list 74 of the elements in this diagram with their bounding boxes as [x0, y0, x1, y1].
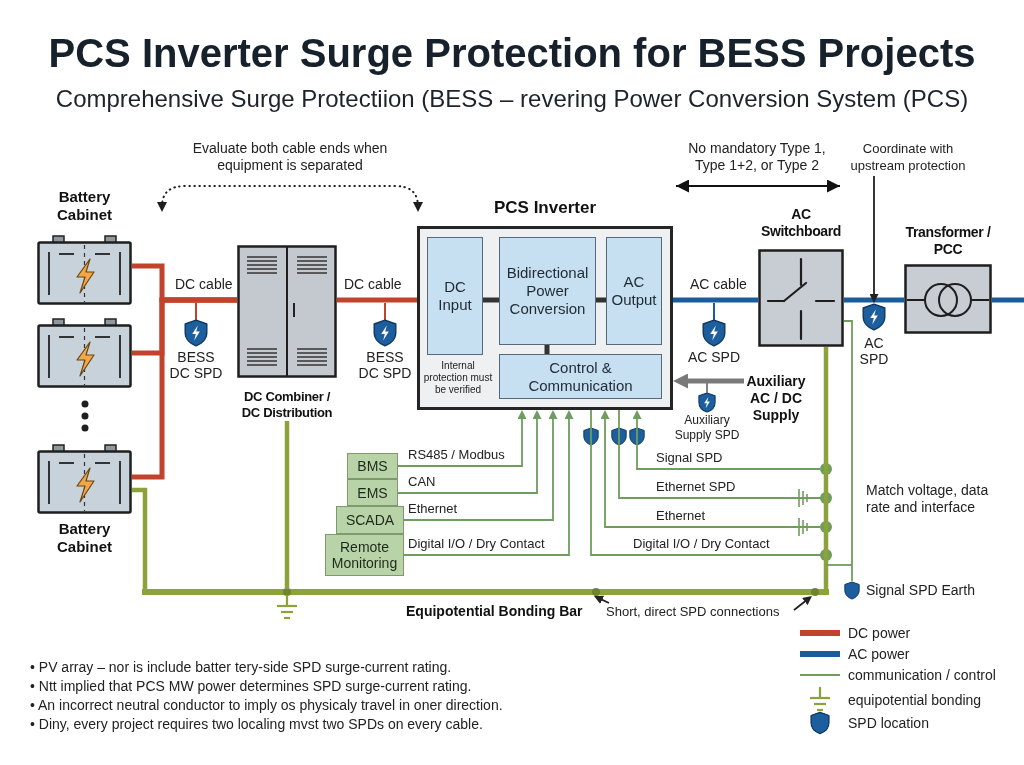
signal-line [590, 409, 832, 561]
node-title: Transformer / PCC [904, 224, 992, 258]
function-block [427, 237, 483, 355]
note-text: Internal protection must be verified [422, 360, 494, 396]
node-title: AC Switchboard [759, 206, 843, 240]
system-block [347, 479, 398, 506]
dc-cable [132, 297, 237, 480]
legend-text: DC power [848, 624, 911, 642]
signal-line [632, 410, 821, 470]
annotation-text: Short, direct SPD connections [606, 603, 780, 621]
legend-text: AC power [848, 645, 910, 663]
ac-cable [673, 297, 758, 303]
block-label: SCADA [345, 512, 395, 528]
signal-line [618, 409, 832, 504]
signal-line [403, 410, 574, 556]
supply-arrow [673, 373, 744, 389]
node-title: DC Combiner / DC Distribution [240, 389, 334, 421]
system-block [336, 506, 404, 534]
signal-line [600, 410, 821, 528]
internal-link [544, 345, 550, 354]
block-label: Remote Monitoring [330, 539, 399, 571]
leader-arrow [594, 595, 610, 604]
node-title: Battery Cabinet [56, 188, 113, 224]
function-block [499, 237, 596, 345]
spd-label: Auxiliary Supply SPD [673, 413, 741, 443]
subtitle: Comprehensive Surge Protectiion (BESS – revering Power Conversion System (PCS) [55, 84, 969, 114]
signal-line [403, 410, 558, 521]
note-text: • Diny, every project requires two localing mvst two SPDs on every cable. [30, 715, 483, 734]
legend-text: equipotential bonding [848, 691, 982, 709]
block-label: Control & Communication [527, 358, 634, 395]
internal-link [596, 297, 606, 303]
note-text: • Ntt implied that PCS MW power determines SPD surge-current rating. [30, 677, 472, 696]
leader-arrow [793, 596, 812, 611]
bonding-conductor [284, 421, 290, 589]
block-label: AC Output [610, 273, 658, 309]
diagram-title: PCS Inverter Surge Protection for BESS Projects [48, 30, 976, 76]
legend-text: communication / control [848, 666, 996, 684]
function-block [606, 237, 662, 345]
spd-label: BESS DC SPD [357, 349, 413, 381]
note-text: • PV array – nor is include batter tery-side SPD surge-current rating. [30, 658, 452, 677]
annotation-text: Match voltage, data rate and interface [866, 482, 990, 516]
internal-link [483, 297, 499, 303]
bar-label: Equipotential Bonding Bar [406, 603, 583, 620]
edge-label: Digital I/O / Dry Contact [408, 536, 545, 552]
spd-label: BESS DC SPD [168, 349, 224, 381]
dc-cable [337, 297, 417, 303]
bonding-bar [142, 589, 829, 595]
block-label: EMS [357, 484, 388, 501]
signal-line [397, 410, 542, 494]
block-label: Bidirectional Power Conversion [505, 264, 590, 318]
block-label: DC Input [437, 278, 473, 314]
legend-text: SPD location [848, 714, 929, 732]
edge-label: Digital I/O / Dry Contact [633, 536, 770, 552]
spd-label: AC SPD [858, 335, 890, 367]
note-text: • An incorrect neutral conductor to imply os physicaly travel in oner direction. [30, 696, 503, 715]
signal-line [397, 410, 527, 467]
function-block [499, 354, 662, 399]
spd-label: AC SPD [687, 349, 741, 365]
bonding-conductor [132, 487, 148, 589]
spd-label: Signal SPD Earth [866, 581, 975, 599]
leader-arrow [869, 175, 879, 303]
bonding-conductor [823, 347, 829, 589]
block-label: BMS [357, 458, 388, 474]
system-block [347, 453, 398, 479]
ac-cable [992, 297, 1024, 303]
ac-cable [844, 297, 904, 303]
supply-label: Auxiliary AC / DC Supply [745, 373, 807, 425]
node-title: Battery Cabinet [56, 520, 113, 556]
annotation-text: Coordinate with upstream protection [849, 140, 967, 175]
annotation-text: Evaluate both cable ends when equipment is separated [191, 140, 389, 174]
edge-label: Signal SPD [656, 450, 723, 466]
earth-line [843, 320, 853, 582]
annotation-text: No mandatory Type 1, Type 1+2, or Type 2 [687, 140, 827, 174]
node-title: PCS Inverter [493, 198, 596, 218]
